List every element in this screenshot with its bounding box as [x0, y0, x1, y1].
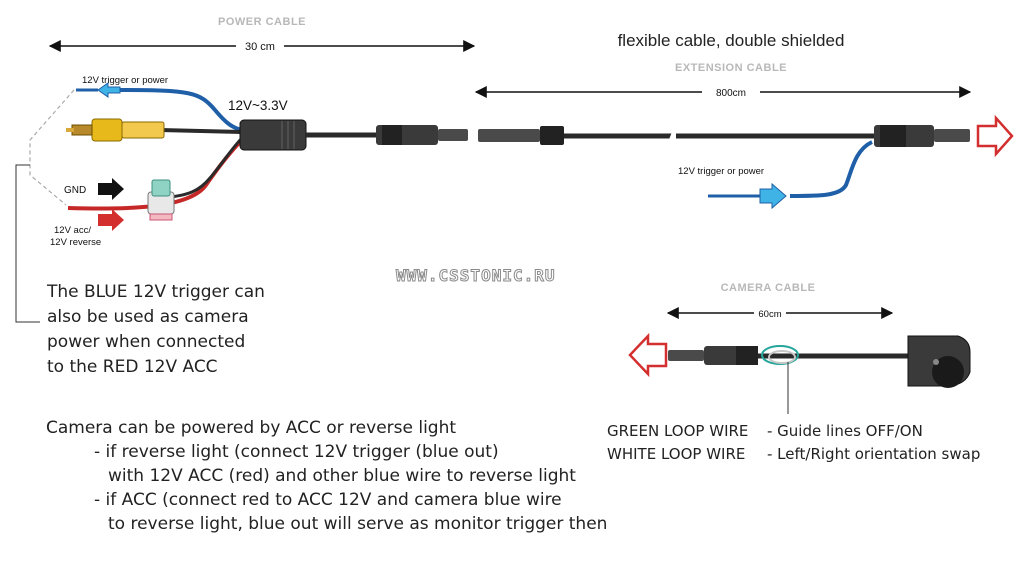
extension-plug-tip	[934, 129, 970, 142]
loop-wire-row-white: WHITE LOOP WIRE - Left/Right orientation…	[607, 443, 980, 466]
power-note-line: with 12V ACC (red) and other blue wire t…	[108, 466, 576, 486]
voltage-label: 12V~3.3V	[228, 98, 288, 113]
blue-trigger-note: The BLUE 12V trigger can also be used as…	[47, 280, 265, 380]
blue-note-line: also be used as camera	[47, 307, 249, 327]
blue-note-line: power when connected	[47, 332, 246, 352]
power-note-line: Camera can be powered by ACC or reverse …	[46, 418, 457, 438]
camera-cable-length: 60cm	[758, 309, 781, 320]
note-pointer-line	[15, 164, 40, 323]
voltage-regulator	[239, 119, 307, 151]
power-cable-length: 30 cm	[245, 41, 275, 53]
white-loop-desc: - Left/Right orientation swap	[767, 445, 981, 463]
power-note-line: - if ACC (connect red to ACC 12V and cam…	[94, 490, 562, 510]
camera-out-arrow	[628, 332, 668, 378]
power-note-line: to reverse light, blue out will serve as…	[108, 514, 608, 534]
green-loop-wire	[761, 345, 799, 365]
plug-grip	[382, 125, 402, 145]
power-cable-plug-tip	[438, 129, 468, 141]
acc-arrow	[98, 209, 124, 231]
camera-lens-glint	[933, 359, 939, 365]
white-loop-name: WHITE LOOP WIRE	[607, 445, 746, 463]
camera-cable-length-bg	[754, 306, 786, 320]
power-source-note: Camera can be powered by ACC or reverse …	[46, 416, 607, 536]
acc-label-line2: 12V reverse	[50, 237, 101, 248]
camera-cable-header: CAMERA CABLE	[721, 282, 816, 294]
green-loop-desc: - Guide lines OFF/ON	[767, 422, 923, 440]
extension-plug-grip	[880, 125, 906, 147]
blue-note-line: The BLUE 12V trigger can	[47, 282, 265, 302]
power-note-line: - if reverse light (connect 12V trigger …	[94, 442, 499, 462]
rca-connector-body	[91, 118, 123, 142]
extension-socket-grip	[540, 126, 564, 145]
fuse	[151, 179, 171, 197]
extension-cable-length: 800cm	[716, 88, 746, 99]
power-cable-header: POWER CABLE	[218, 16, 306, 28]
camera-plug-tip	[668, 350, 704, 361]
blue-note-line: to the RED 12V ACC	[47, 357, 218, 377]
power-trigger-label: 12V trigger or power	[82, 75, 168, 86]
extension-socket	[478, 129, 540, 142]
gnd-arrow	[98, 178, 124, 200]
camera-plug-grip	[736, 346, 758, 365]
extension-blue-wire	[789, 140, 873, 198]
fuse-clip	[149, 213, 173, 221]
dashed-link-line	[29, 89, 75, 206]
rca-connector-tip	[71, 124, 93, 136]
blue-trigger-wire	[119, 88, 243, 132]
extension-cable-length-bg	[702, 85, 760, 100]
black-gnd-wire	[159, 136, 244, 200]
trigger-out-arrow	[97, 82, 121, 98]
gnd-label: GND	[64, 185, 86, 196]
green-loop-name: GREEN LOOP WIRE	[607, 422, 749, 440]
loop-wire-row-green: GREEN LOOP WIRE - Guide lines OFF/ON	[607, 420, 980, 443]
extension-cable-title: flexible cable, double shielded	[618, 31, 845, 50]
watermark: WWW.CSSTONIC.RU	[396, 266, 556, 286]
acc-label-line1: 12V acc/	[54, 225, 91, 236]
camera-plug	[704, 346, 742, 365]
camera-lens	[932, 356, 964, 388]
rca-connector-sleeve	[121, 121, 165, 139]
loop-wire-legend: GREEN LOOP WIRE - Guide lines OFF/ON WHI…	[607, 420, 980, 466]
power-cable-length-bg	[236, 38, 284, 54]
extension-trigger-arrow	[759, 182, 787, 210]
extension-cable-break-1	[666, 125, 678, 147]
rca-connector-pin	[66, 128, 74, 132]
rca-cable	[159, 128, 243, 134]
extension-out-arrow	[976, 114, 1014, 158]
extension-cable-header: EXTENSION CABLE	[675, 62, 787, 74]
extension-trigger-label: 12V trigger or power	[678, 166, 764, 177]
white-loop-wire	[768, 350, 796, 364]
